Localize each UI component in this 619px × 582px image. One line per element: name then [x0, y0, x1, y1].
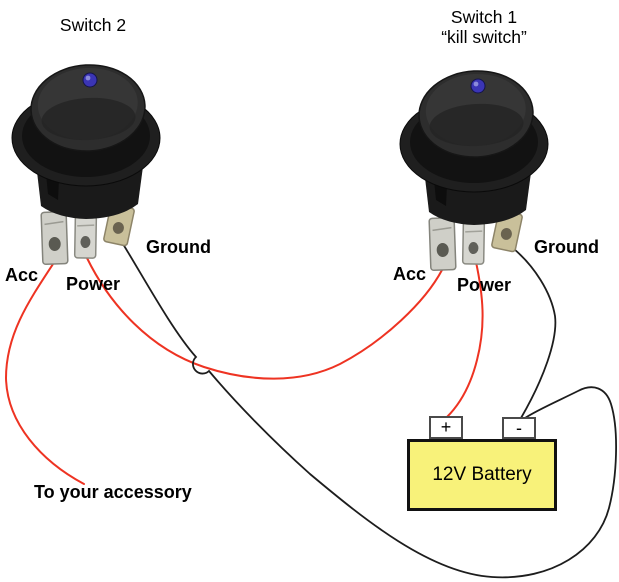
switch-1-title: Switch 1 “kill switch”	[404, 7, 564, 47]
battery-positive-terminal: +	[429, 416, 463, 439]
battery-negative-terminal: -	[502, 417, 536, 439]
switch-1-title-line: Switch 1	[450, 7, 518, 27]
switch-terminals	[40, 203, 135, 266]
led-indicator	[82, 72, 98, 88]
wire-power2-to-acc1	[86, 257, 443, 380]
wire-ground1-to-battery-negative	[513, 248, 557, 419]
switch-2-title: Switch 2	[59, 15, 127, 35]
switch-1-power-label: Power	[457, 275, 512, 295]
accessory-note: To your accessory	[34, 482, 192, 502]
switch-2-power-label: Power	[66, 274, 121, 294]
switch-rocker	[30, 64, 146, 152]
switch-1-ground-label: Ground	[534, 237, 599, 257]
wire-power1-to-battery-positive	[446, 261, 484, 418]
switch-1-acc-label: Acc	[393, 264, 427, 284]
wire-acc2-to-accessory	[4, 263, 85, 485]
battery-negative-label: -	[516, 417, 522, 438]
switch-1-subtitle: “kill switch”	[441, 26, 527, 47]
battery-positive-label: +	[440, 417, 452, 437]
battery-box: 12V Battery	[407, 439, 557, 511]
rocker-switch-2	[11, 64, 161, 266]
switch-2-acc-label: Acc	[5, 265, 39, 285]
wire-ground2-to-battery-negative	[122, 243, 617, 579]
switch-rocker	[418, 70, 534, 158]
switch-2-ground-label: Ground	[146, 237, 211, 257]
rocker-switch-1	[399, 70, 549, 272]
battery-label: 12V Battery	[432, 464, 532, 485]
led-indicator	[470, 78, 486, 94]
